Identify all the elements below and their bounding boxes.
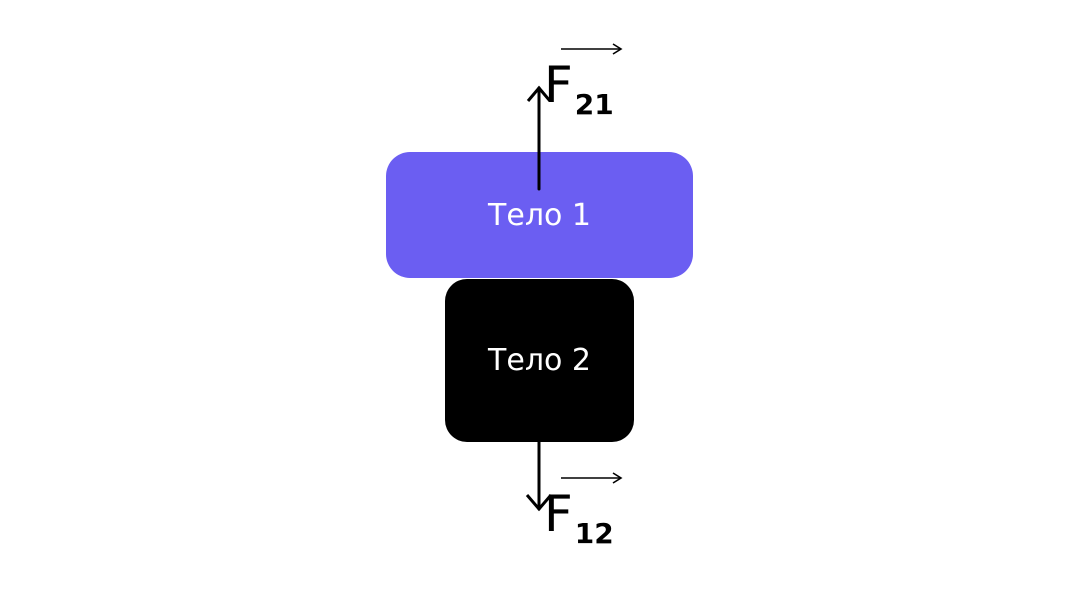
force-12-arrow <box>525 440 553 512</box>
force-12-label: F12 <box>544 489 614 548</box>
force-21-letter: F <box>544 56 573 114</box>
vector-arrow-icon <box>561 472 623 484</box>
body-2-box: Тело 2 <box>445 279 634 442</box>
body-1-label: Тело 1 <box>488 197 591 233</box>
body-2-label: Тело 2 <box>488 343 591 378</box>
force-21-subscript: 21 <box>574 88 614 121</box>
vector-arrow-icon <box>561 43 623 55</box>
force-12-letter: F <box>544 485 573 543</box>
force-21-arrow <box>526 85 552 191</box>
force-12-subscript: 12 <box>574 517 614 550</box>
force-21-label: F21 <box>544 60 614 119</box>
